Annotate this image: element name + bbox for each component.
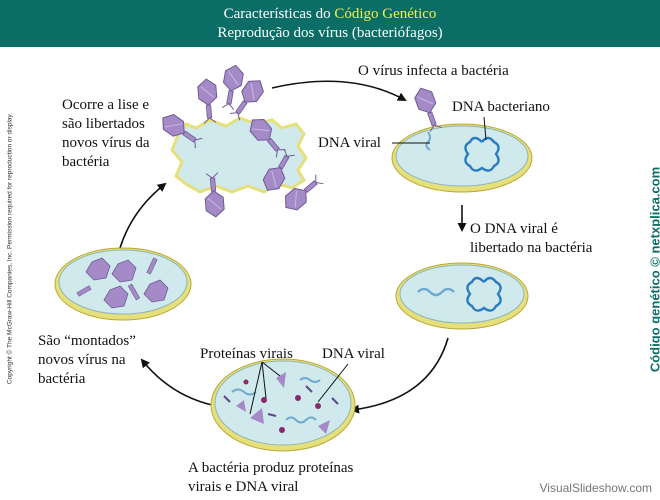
label-pointers [249, 116, 487, 415]
pointer-viral-dna-2 [317, 363, 349, 403]
pointer-viral-proteins [261, 361, 267, 399]
cycle-arrows [119, 80, 467, 414]
viral-protein [305, 385, 313, 393]
step-release-text: O DNA viral é libertado na bactéria [470, 220, 592, 258]
viral-protein [267, 413, 277, 417]
step-assemble-text: São “montados” novos vírus na bactéria [38, 332, 136, 389]
arrow-produce-to-assemble [140, 358, 213, 406]
step-produce-text: A bactéria produz proteínas virais e DNA… [188, 459, 353, 497]
step-infect-text: O vírus infecta a bactéria [358, 63, 509, 79]
label-viral-proteins: Proteínas virais [200, 346, 293, 362]
step-lysis-line: novos vírus da [62, 135, 150, 151]
viral-protein [279, 427, 285, 433]
viral-protein [236, 400, 246, 412]
cell-production [210, 358, 356, 452]
step-assemble-line: bactéria [38, 371, 86, 387]
cell-body [399, 264, 525, 324]
arrow-release-to-produce [350, 337, 449, 414]
viral-protein [243, 379, 249, 385]
step-lysis-text: Ocorre a lise e são libertados novos vír… [62, 96, 150, 172]
viral-protein [276, 372, 286, 388]
label-viral-dna-1: DNA viral [318, 135, 381, 151]
capsid [143, 279, 169, 303]
cell-assembly [54, 247, 192, 321]
arrow-assemble-to-lysis [119, 182, 167, 249]
bacterial-dna [466, 276, 502, 312]
pointer-viral-proteins [249, 361, 263, 415]
copyright-notice: Copyright © The McGraw-Hill Companies, I… [6, 112, 14, 385]
viral-protein [250, 408, 264, 424]
step-assemble-line: São “montados” [38, 333, 136, 349]
viral-protein [318, 420, 330, 434]
cell-infection [391, 84, 533, 193]
phage-icon [196, 77, 220, 125]
step-lysis-line: bactéria [62, 154, 110, 170]
viral-dna-strand [417, 287, 455, 297]
capsid [85, 257, 111, 281]
lysed-cell-body [170, 116, 308, 194]
cell-lysed [157, 63, 326, 219]
title-highlight: Código Genético [334, 6, 437, 22]
cell-body [395, 125, 529, 187]
viral-protein [223, 395, 231, 403]
pointer-viral-proteins [261, 361, 281, 377]
tail [146, 257, 158, 275]
slide-header: Características do Código Genético Repro… [0, 0, 660, 47]
step-produce-line: A bactéria produz proteínas [188, 460, 354, 476]
viral-protein [295, 395, 301, 401]
label-bacterial-dna: DNA bacteriano [452, 99, 550, 115]
capsid [103, 285, 129, 309]
step-lysis-line: Ocorre a lise e [62, 97, 150, 113]
bacterial-dna [464, 136, 500, 172]
step-produce-line: virais e DNA viral [188, 479, 299, 495]
label-viral-dna-2: DNA viral [322, 346, 385, 362]
tail [76, 285, 92, 297]
source-credit: Código genético © netxplica.com [647, 166, 660, 373]
viral-protein [315, 403, 321, 409]
footer-watermark: VisualSlideshow.com [539, 481, 652, 495]
viral-dna-strand [285, 416, 317, 424]
phage-icon [218, 63, 246, 111]
viral-protein [261, 397, 267, 403]
tail [127, 283, 141, 301]
pointer-bacterial-dna [483, 116, 487, 141]
step-assemble-line: novos vírus na [38, 352, 126, 368]
cell-release [395, 262, 529, 330]
slide-subtitle: Reprodução dos vírus (bacteriófagos) [217, 25, 443, 41]
viral-dna-strand [299, 377, 321, 383]
arrow-lysis-to-infect [271, 80, 407, 101]
capsid [111, 259, 137, 283]
step-release-line: libertado na bactéria [470, 240, 593, 256]
step-lysis-line: são libertados [62, 116, 145, 132]
slide-title: Características do Código Genético [0, 5, 660, 24]
viral-dna-strand [231, 388, 257, 396]
viral-protein [331, 397, 339, 405]
viral-dna-strand [425, 131, 431, 151]
title-prefix: Características do [223, 6, 335, 22]
step-release-line: O DNA viral é [470, 221, 558, 237]
